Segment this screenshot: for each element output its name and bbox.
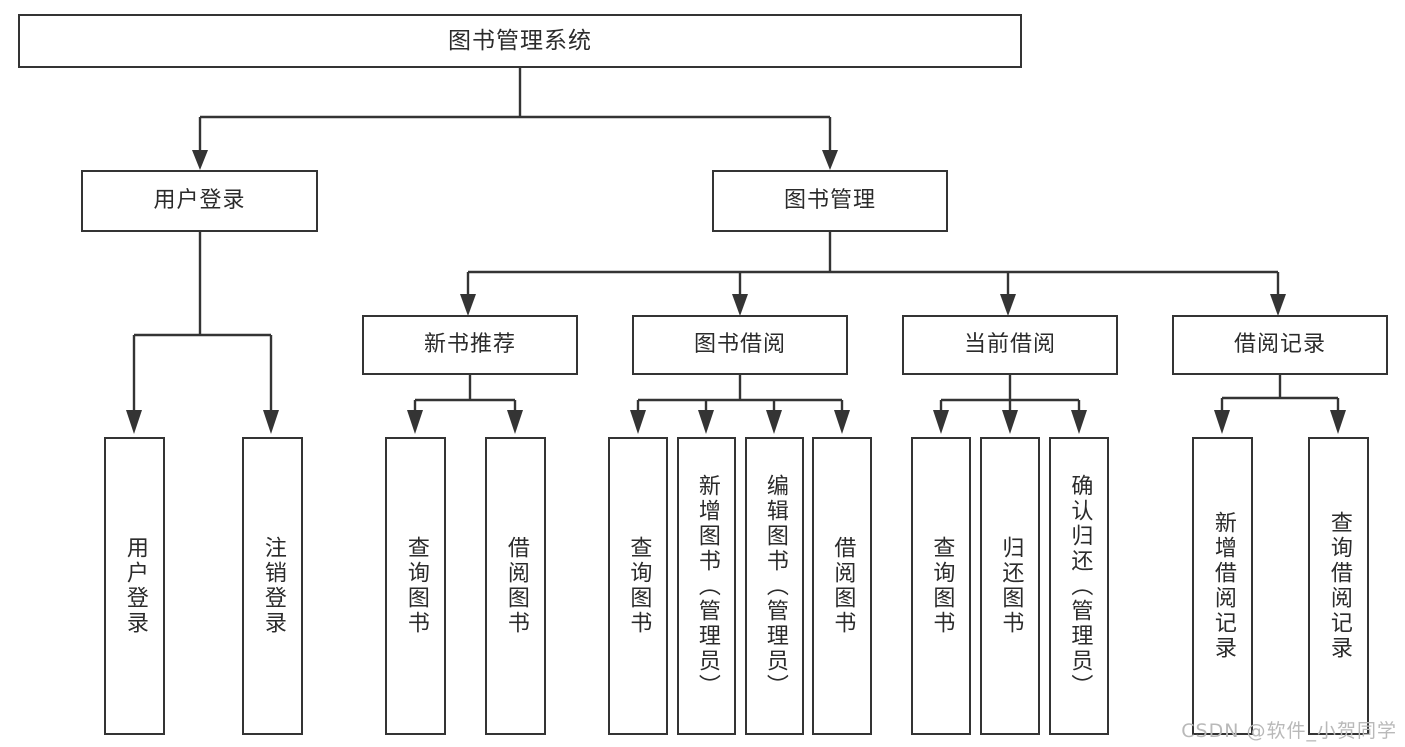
node-root-system[interactable]: 图书管理系统 (18, 14, 1022, 68)
node-current-borrow[interactable]: 当前借阅 (902, 315, 1118, 375)
node-label: 新增图书（管理员） (694, 473, 720, 699)
node-new-book-recommend[interactable]: 新书推荐 (362, 315, 578, 375)
node-label: 用户登录 (122, 536, 148, 636)
node-book-management[interactable]: 图书管理 (712, 170, 948, 232)
node-label: 归还图书 (998, 536, 1024, 636)
node-label: 确认归还（管理员） (1067, 473, 1093, 699)
node-label: 查询图书 (929, 536, 955, 636)
leaf-current-borrow-return[interactable]: 归还图书 (980, 437, 1040, 735)
node-label: 查询图书 (626, 536, 652, 636)
node-label: 新书推荐 (423, 332, 516, 358)
leaf-current-borrow-query[interactable]: 查询图书 (911, 437, 971, 735)
leaf-book-borrow-borrow[interactable]: 借阅图书 (812, 437, 872, 735)
leaf-borrow-record-add[interactable]: 新增借阅记录 (1192, 437, 1253, 735)
node-label: 查询借阅记录 (1326, 511, 1352, 661)
node-label: 编辑图书（管理员） (762, 473, 788, 699)
node-label: 新增借阅记录 (1210, 511, 1236, 661)
node-label: 当前借阅 (963, 332, 1056, 358)
leaf-user-login-logout[interactable]: 注销登录 (242, 437, 303, 735)
node-label: 借阅记录 (1233, 332, 1326, 358)
leaf-book-borrow-add[interactable]: 新增图书（管理员） (677, 437, 736, 735)
node-label: 注销登录 (260, 536, 286, 636)
node-user-login[interactable]: 用户登录 (81, 170, 318, 232)
leaf-new-book-borrow[interactable]: 借阅图书 (485, 437, 546, 735)
leaf-current-borrow-confirm-return[interactable]: 确认归还（管理员） (1049, 437, 1109, 735)
node-label: 用户登录 (153, 188, 246, 214)
node-label: 借阅图书 (503, 536, 529, 636)
node-label: 查询图书 (403, 536, 429, 636)
leaf-new-book-query[interactable]: 查询图书 (385, 437, 446, 735)
node-borrow-record[interactable]: 借阅记录 (1172, 315, 1388, 375)
leaf-borrow-record-query[interactable]: 查询借阅记录 (1308, 437, 1369, 735)
node-label: 借阅图书 (830, 536, 856, 636)
node-label: 图书管理系统 (448, 27, 592, 54)
node-label: 图书借阅 (693, 332, 786, 358)
leaf-book-borrow-query[interactable]: 查询图书 (608, 437, 668, 735)
csdn-watermark: CSDN @软件_小贺同学 (1181, 720, 1397, 742)
node-book-borrow[interactable]: 图书借阅 (632, 315, 848, 375)
leaf-user-login-login[interactable]: 用户登录 (104, 437, 165, 735)
node-label: 图书管理 (783, 188, 876, 214)
leaf-book-borrow-edit[interactable]: 编辑图书（管理员） (745, 437, 804, 735)
